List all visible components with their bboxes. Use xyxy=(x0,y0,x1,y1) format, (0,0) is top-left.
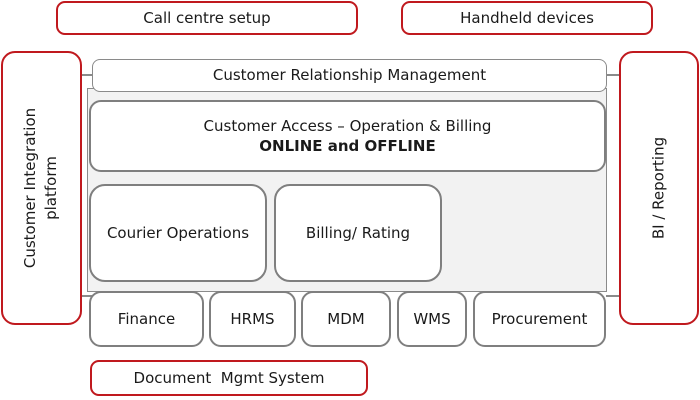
document-mgmt-label: Document Mgmt System xyxy=(133,368,325,387)
wms-box: WMS xyxy=(397,291,467,347)
finance-box: Finance xyxy=(89,291,204,347)
connector-line-right-bottom xyxy=(606,295,620,297)
mdm-label: MDM xyxy=(327,309,365,328)
call-centre-box: Call centre setup xyxy=(56,1,358,35)
connector-line-left-bottom xyxy=(81,295,93,297)
crm-label: Customer Relationship Management xyxy=(212,66,487,85)
online-offline-label: ONLINE and OFFLINE xyxy=(259,137,436,155)
bi-reporting-box xyxy=(619,51,699,325)
handheld-devices-box: Handheld devices xyxy=(401,1,653,35)
crm-box: Customer Relationship Management xyxy=(92,59,607,92)
billing-rating-label: Billing/ Rating xyxy=(305,223,411,242)
finance-label: Finance xyxy=(117,309,176,328)
procurement-box: Procurement xyxy=(473,291,606,347)
document-mgmt-box: Document Mgmt System xyxy=(90,360,368,396)
customer-access-label: Customer Access – Operation & Billing xyxy=(203,116,492,135)
customer-integration-box xyxy=(1,51,82,325)
customer-integration-label: Customer Integration platform xyxy=(21,107,60,269)
procurement-label: Procurement xyxy=(491,309,588,328)
hrms-box: HRMS xyxy=(209,291,296,347)
customer-access-box: Customer Access – Operation & Billing ON… xyxy=(89,100,606,172)
call-centre-label: Call centre setup xyxy=(143,8,271,27)
handheld-devices-label: Handheld devices xyxy=(460,8,594,27)
bi-reporting-label: BI / Reporting xyxy=(649,136,668,240)
billing-rating-box: Billing/ Rating xyxy=(274,184,442,282)
connector-line-right-top xyxy=(606,74,620,76)
hrms-label: HRMS xyxy=(230,309,275,328)
courier-operations-label: Courier Operations xyxy=(106,223,250,242)
courier-operations-box: Courier Operations xyxy=(89,184,267,282)
mdm-box: MDM xyxy=(301,291,391,347)
wms-label: WMS xyxy=(413,309,451,328)
connector-line-left-top xyxy=(81,74,93,76)
